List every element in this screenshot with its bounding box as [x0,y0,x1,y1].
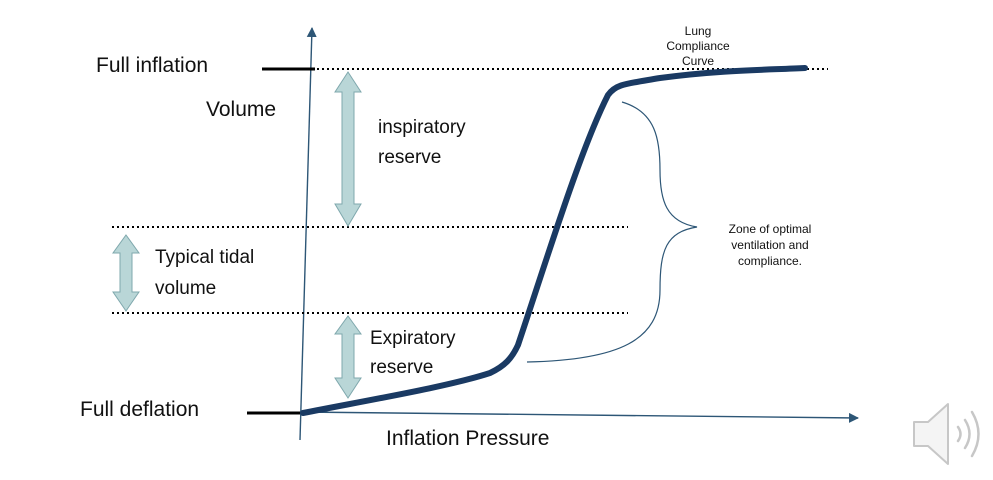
lung-compliance-curve [300,65,808,416]
x-axis [299,411,859,423]
tidal-volume-arrow [112,234,140,312]
full-deflation-label: Full deflation [80,398,200,421]
full-inflation-label: Full inflation [96,54,209,77]
optimal-zone-brace [526,101,698,363]
speaker-icon[interactable] [908,398,988,470]
inspiratory-reserve-arrow [334,71,362,227]
zone-label: Zone of optimal ventilation and complian… [700,221,840,269]
curve-label-line-3: Curve [681,54,714,68]
tidal-line-2: volume [155,278,217,299]
zone-label-line-2: ventilation and [731,238,809,252]
zone-label-line-3: compliance. [737,254,803,268]
volume-label: Volume [206,98,277,121]
expiratory-line-2: reserve [370,357,434,378]
y-axis [299,27,317,441]
zone-label-line-1: Zone of optimal [728,222,812,236]
inspiratory-line-2: reserve [378,147,442,168]
curve-label: Lung Compliance Curve [642,24,754,69]
expiratory-line-1: Expiratory [370,328,456,349]
inspiratory-line-1: inspiratory [378,117,466,138]
tidal-line-1: Typical tidal [155,247,255,268]
expiratory-reserve-arrow [334,315,362,399]
curve-label-line-1: Lung [684,24,712,38]
inspiratory-reserve-label: inspiratory reserve [378,113,466,173]
expiratory-reserve-label: Expiratory reserve [370,324,456,382]
x-axis-label: Inflation Pressure [386,427,550,450]
tidal-volume-label: Typical tidal volume [155,242,254,304]
curve-label-line-2: Compliance [666,39,730,53]
